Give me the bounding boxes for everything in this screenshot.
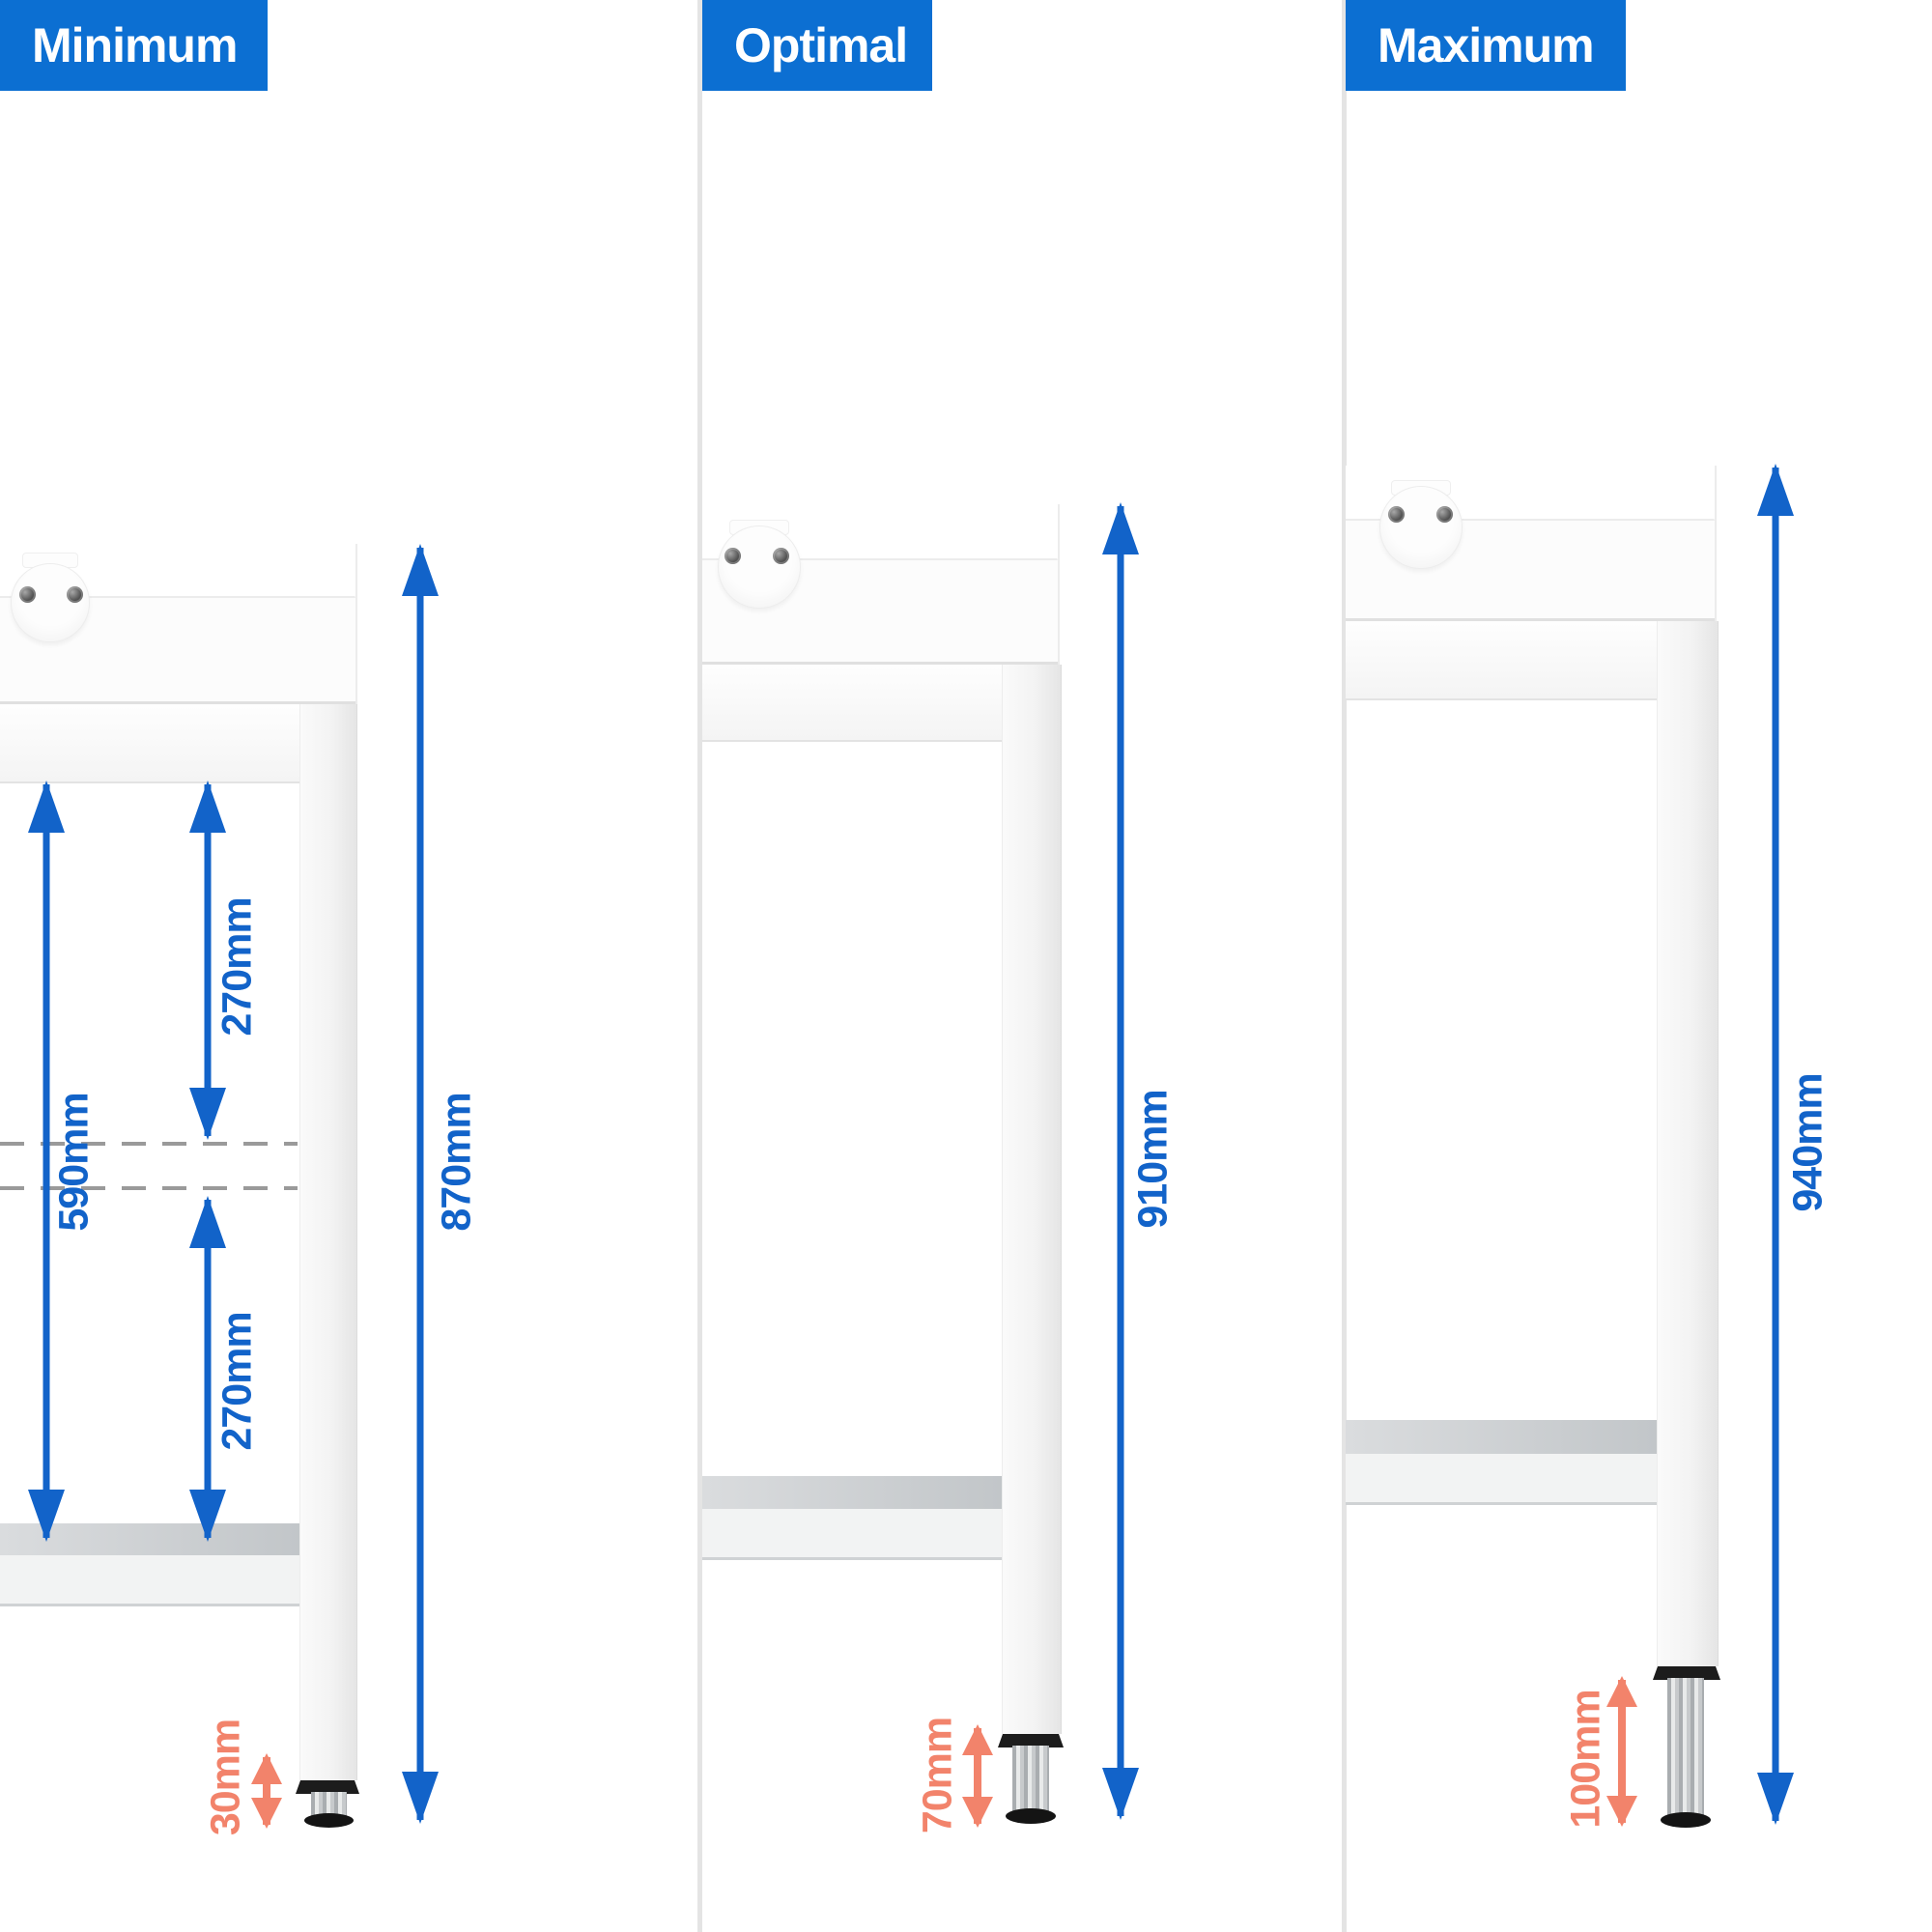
arrowhead-up-icon — [189, 781, 226, 833]
foot-cap — [998, 1734, 1064, 1747]
dimension-arrow-inner-full — [28, 781, 65, 1542]
dimension-line — [204, 784, 212, 1136]
adjustable-foot — [1012, 1746, 1049, 1816]
arrowhead-down-icon — [1757, 1773, 1794, 1825]
dimension-label-inner-bottom: 270mm — [213, 1312, 261, 1451]
foot-base — [1006, 1808, 1056, 1824]
dimension-arrow-inner-top — [189, 781, 226, 1140]
frame-rail — [0, 704, 299, 783]
panel-title: Minimum — [32, 18, 238, 72]
foot-base — [304, 1813, 354, 1828]
foot-adjust-arrow — [1605, 1676, 1638, 1827]
dimension-label-total: 940mm — [1784, 1073, 1832, 1212]
dimension-line — [43, 784, 50, 1538]
mounting-plate — [11, 563, 90, 642]
screw-icon — [67, 586, 83, 603]
panel-header-maximum: Maximum — [1346, 0, 1626, 91]
foot-cap — [1653, 1666, 1720, 1680]
arrowhead-down-icon — [1606, 1796, 1637, 1827]
foot-base — [1661, 1812, 1711, 1828]
adjustable-foot — [1667, 1678, 1704, 1818]
foot-adjust-arrow — [250, 1753, 283, 1829]
dimension-label-total: 870mm — [433, 1093, 480, 1232]
dimension-label-inner-top: 270mm — [213, 897, 261, 1037]
dimension-line — [1772, 468, 1779, 1821]
divider-line — [1342, 0, 1347, 1932]
arrowhead-up-icon — [189, 1196, 226, 1248]
table-leg — [299, 704, 357, 1780]
arrowhead-down-icon — [28, 1490, 65, 1542]
dimension-arrow-total-height — [1102, 502, 1139, 1820]
dimension-line — [416, 548, 424, 1820]
dimension-line — [1117, 506, 1124, 1816]
dimension-label-inner-full: 590mm — [50, 1093, 98, 1232]
screw-icon — [19, 586, 36, 603]
dimension-arrow-total-height — [402, 544, 439, 1824]
dimension-label-total: 910mm — [1129, 1090, 1177, 1229]
arrowhead-up-icon — [962, 1724, 993, 1755]
foot-adjust-label: 100mm — [1562, 1690, 1609, 1829]
divider-line — [697, 0, 702, 1932]
dashed-reference-line — [0, 1186, 298, 1190]
foot-adjust-arrow — [961, 1724, 994, 1828]
panel-header-minimum: Minimum — [0, 0, 268, 91]
panel-title: Maximum — [1378, 18, 1595, 72]
dimension-line — [1618, 1680, 1626, 1823]
arrowhead-up-icon — [1757, 464, 1794, 516]
dimension-line — [204, 1200, 212, 1538]
arrowhead-up-icon — [402, 544, 439, 596]
tabletop — [1346, 466, 1717, 621]
dimension-line — [263, 1757, 270, 1825]
arrowhead-down-icon — [251, 1798, 282, 1829]
table-leg — [1002, 665, 1062, 1734]
dashed-reference-line — [0, 1142, 298, 1146]
frame-rail — [1346, 621, 1657, 700]
under-shelf-surface — [702, 1476, 1002, 1509]
arrowhead-up-icon — [1606, 1676, 1637, 1707]
screw-icon — [1388, 506, 1405, 523]
mounting-plate — [718, 526, 801, 609]
under-shelf-surface — [1346, 1420, 1657, 1454]
under-shelf — [0, 1555, 299, 1606]
arrowhead-down-icon — [402, 1772, 439, 1824]
panel-header-optimal: Optimal — [702, 0, 932, 91]
arrowhead-up-icon — [28, 781, 65, 833]
dimension-line — [974, 1728, 981, 1824]
foot-adjust-label: 70mm — [914, 1717, 961, 1834]
foot-adjust-label: 30mm — [202, 1719, 249, 1836]
arrowhead-up-icon — [251, 1753, 282, 1784]
arrowhead-down-icon — [189, 1088, 226, 1140]
dimension-arrow-total-height — [1757, 464, 1794, 1825]
frame-rail — [702, 665, 1002, 742]
arrowhead-down-icon — [962, 1797, 993, 1828]
arrowhead-down-icon — [1102, 1768, 1139, 1820]
screw-icon — [724, 548, 741, 564]
mounting-plate — [1379, 486, 1463, 569]
arrowhead-up-icon — [1102, 502, 1139, 554]
under-shelf — [1346, 1454, 1657, 1505]
arrowhead-down-icon — [189, 1490, 226, 1542]
screw-icon — [773, 548, 789, 564]
table-leg — [1657, 621, 1719, 1666]
screw-icon — [1436, 506, 1453, 523]
under-shelf — [702, 1509, 1002, 1560]
dimension-arrow-inner-bottom — [189, 1196, 226, 1542]
foot-cap — [296, 1780, 359, 1794]
panel-title: Optimal — [734, 18, 908, 72]
